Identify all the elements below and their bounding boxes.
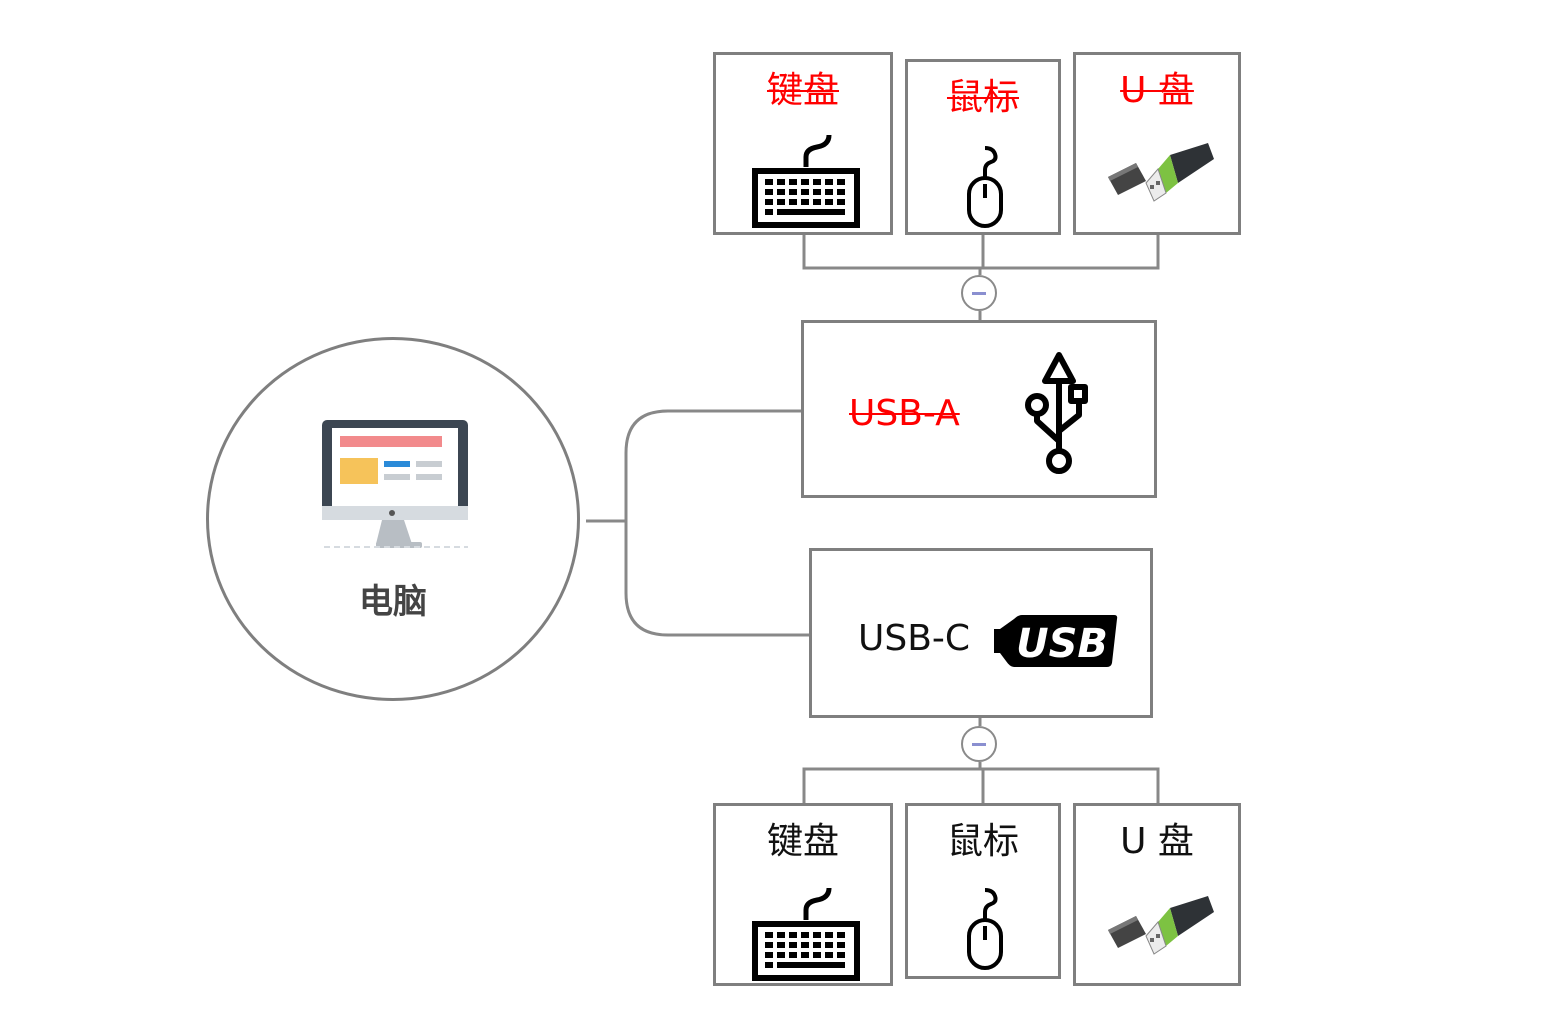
leaf-node-udisk-usb-c[interactable]: U 盘 xyxy=(1073,803,1241,986)
mouse-icon xyxy=(967,888,1003,970)
collapse-toggle-usb-c[interactable] xyxy=(961,726,997,762)
leaf-node-mouse-usb-c[interactable]: 鼠标 xyxy=(905,803,1061,979)
mouse-icon xyxy=(967,146,1003,228)
leaf-node-keyboard-usb-c[interactable]: 键盘 xyxy=(713,803,893,986)
leaf-label: U 盘 xyxy=(1120,70,1194,111)
leaf-label: 键盘 xyxy=(766,821,839,862)
usb-flash-drive-icon xyxy=(1108,143,1214,202)
branch-node-usb-a[interactable]: USB-A xyxy=(801,320,1157,498)
leaf-label: 鼠标 xyxy=(946,77,1019,118)
leaf-label: U 盘 xyxy=(1120,821,1194,862)
usb-trident-icon xyxy=(1025,352,1088,474)
collapse-toggle-usb-a[interactable] xyxy=(961,275,997,311)
usb-flash-drive-icon xyxy=(1108,896,1214,955)
leaf-node-udisk-usb-a[interactable]: U 盘 xyxy=(1073,52,1241,235)
leaf-node-mouse-usb-a[interactable]: 鼠标 xyxy=(905,59,1061,235)
leaf-node-keyboard-usb-a[interactable]: 键盘 xyxy=(713,52,893,235)
usb-logo-icon: USB xyxy=(994,615,1118,667)
branch-label-usb-a: USB-A xyxy=(849,393,960,434)
branch-node-usb-c[interactable]: USB-C USB xyxy=(809,548,1153,718)
computer-monitor-icon xyxy=(322,420,468,548)
leaf-label: 键盘 xyxy=(766,70,839,111)
keyboard-icon xyxy=(752,887,860,981)
branch-label-usb-c: USB-C xyxy=(858,618,971,659)
root-label: 电脑 xyxy=(359,582,427,622)
usb-logo-text: USB xyxy=(1016,621,1108,667)
leaf-label: 鼠标 xyxy=(946,821,1019,862)
keyboard-icon xyxy=(752,134,860,228)
